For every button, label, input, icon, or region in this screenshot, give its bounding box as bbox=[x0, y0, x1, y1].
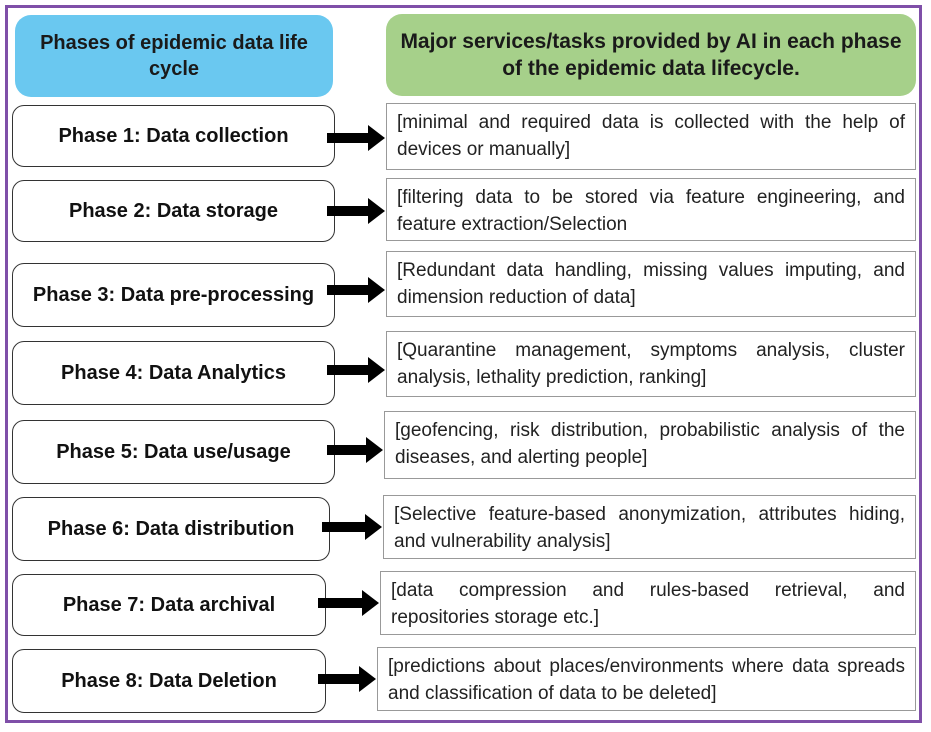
phases-header-text: Phases of epidemic data life cycle bbox=[40, 32, 308, 80]
task-box-1: [minimal and required data is collected … bbox=[386, 103, 916, 170]
right-arrow-icon bbox=[327, 437, 383, 463]
right-arrow-icon bbox=[327, 198, 385, 224]
phases-header: Phases of epidemic data life cycle bbox=[15, 15, 333, 97]
task-box-4: [Quarantine management, symptoms analysi… bbox=[386, 331, 916, 397]
tasks-header-text: Major services/tasks provided by AI in e… bbox=[400, 29, 902, 80]
right-arrow-icon bbox=[318, 666, 376, 692]
task-box-3: [Redundant data handling, missing values… bbox=[386, 251, 916, 317]
task-description: [data compression and rules-based retrie… bbox=[391, 580, 905, 628]
phase-box-1: Phase 1: Data collection bbox=[12, 105, 335, 167]
phase-label: Phase 7: Data archival bbox=[62, 593, 276, 616]
phase-label: Phase 2: Data storage bbox=[69, 199, 278, 222]
right-arrow-icon bbox=[327, 125, 385, 151]
task-description: [minimal and required data is collected … bbox=[397, 112, 905, 160]
right-arrow-icon bbox=[322, 514, 382, 540]
phase-label: Phase 6: Data distribution bbox=[47, 517, 295, 540]
phase-box-4: Phase 4: Data Analytics bbox=[12, 341, 335, 405]
task-box-5: [geofencing, risk distribution, probabil… bbox=[384, 411, 916, 479]
right-arrow-icon bbox=[327, 357, 385, 383]
phase-label: Phase 1: Data collection bbox=[58, 124, 289, 147]
task-description: [Redundant data handling, missing values… bbox=[397, 260, 905, 308]
phase-box-3: Phase 3: Data pre-processing bbox=[12, 263, 335, 327]
task-description: [filtering data to be stored via feature… bbox=[397, 187, 905, 235]
phase-label: Phase 8: Data Deletion bbox=[61, 669, 277, 692]
tasks-header: Major services/tasks provided by AI in e… bbox=[386, 14, 916, 96]
task-box-7: [data compression and rules-based retrie… bbox=[380, 571, 916, 635]
task-box-8: [predictions about places/environments w… bbox=[377, 647, 916, 711]
phase-label: Phase 4: Data Analytics bbox=[61, 361, 286, 384]
phase-label: Phase 3: Data pre-processing bbox=[32, 283, 315, 306]
task-description: [predictions about places/environments w… bbox=[388, 656, 905, 704]
phase-box-2: Phase 2: Data storage bbox=[12, 180, 335, 242]
phase-box-7: Phase 7: Data archival bbox=[12, 574, 326, 636]
phase-label: Phase 5: Data use/usage bbox=[56, 440, 291, 463]
task-box-6: [Selective feature-based anonymization, … bbox=[383, 495, 916, 559]
task-description: [Selective feature-based anonymization, … bbox=[394, 504, 905, 552]
task-box-2: [filtering data to be stored via feature… bbox=[386, 178, 916, 241]
phase-box-6: Phase 6: Data distribution bbox=[12, 497, 330, 561]
phase-box-5: Phase 5: Data use/usage bbox=[12, 420, 335, 484]
task-description: [geofencing, risk distribution, probabil… bbox=[395, 420, 905, 468]
right-arrow-icon bbox=[327, 277, 385, 303]
phase-box-8: Phase 8: Data Deletion bbox=[12, 649, 326, 713]
task-description: [Quarantine management, symptoms analysi… bbox=[397, 340, 905, 388]
right-arrow-icon bbox=[318, 590, 379, 616]
